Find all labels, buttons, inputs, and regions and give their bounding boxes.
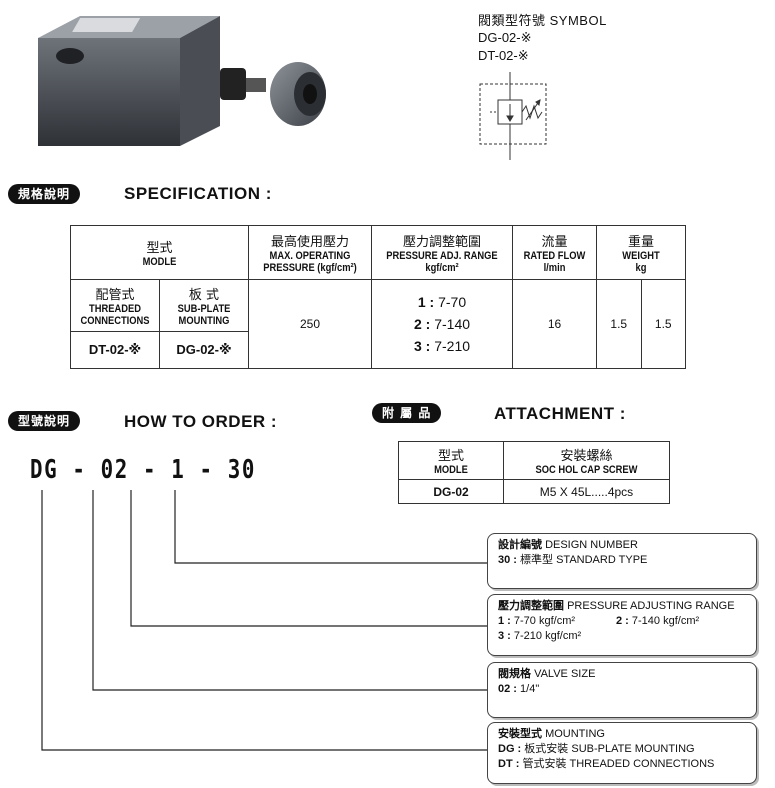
spec-rated-flow: 16 <box>512 279 597 369</box>
attachment-table: 型式 MODLE 安裝螺絲 SOC HOL CAP SCREW DG-02 M5… <box>398 441 670 504</box>
pressure-range-box: 壓力調整範圍 PRESSURE ADJUSTING RANGE 1 : 7-70… <box>487 594 757 656</box>
spec-weight-1: 1.5 <box>596 279 642 369</box>
symbol-model-dt: DT-02-※ <box>478 48 529 63</box>
spec-pressure-ranges: 1 : 7-70 2 : 7-140 3 : 7-210 <box>371 279 513 369</box>
hydraulic-symbol <box>479 72 547 160</box>
spec-head-model: 型式 MODLE <box>70 225 249 280</box>
spec-table: 型式 MODLE 最高使用壓力 MAX. OPERATING PRESSURE … <box>70 225 686 369</box>
spec-model-threaded: DT-02-※ <box>70 331 160 369</box>
order-code: DG - 02 - 1 - 30 <box>30 455 256 485</box>
mounting-box: 安裝型式 MOUNTING DG : 板式安裝 SUB-PLATE MOUNTI… <box>487 722 757 784</box>
order-title: HOW TO ORDER : <box>124 412 278 431</box>
design-number-box: 設計編號 DESIGN NUMBER 30 : 標準型 STANDARD TYP… <box>487 533 757 589</box>
attach-model: DG-02 <box>398 479 504 504</box>
valve-product-image <box>38 16 326 146</box>
spec-title: SPECIFICATION : <box>124 184 272 203</box>
attach-head-screw: 安裝螺絲 SOC HOL CAP SCREW <box>503 441 670 480</box>
spec-head-flow: 流量 RATED FLOW l/min <box>512 225 597 280</box>
spec-head-subplate: 板 式 SUB-PLATE MOUNTING <box>159 279 249 332</box>
attach-head-model: 型式 MODLE <box>398 441 504 480</box>
order-tag: 型號說明 <box>8 411 81 431</box>
spec-tag: 規格說明 <box>8 184 81 204</box>
attach-screw: M5 X 45L.....4pcs <box>503 479 670 504</box>
attachment-tag: 附 屬 品 <box>372 403 442 423</box>
spec-head-range: 壓力調整範圍 PRESSURE ADJ. RANGE kgf/cm² <box>371 225 513 280</box>
spec-model-subplate: DG-02-※ <box>159 331 249 369</box>
spec-head-weight: 重量 WEIGHT kg <box>596 225 686 280</box>
spec-weight-2: 1.5 <box>640 279 686 369</box>
spec-max-pressure: 250 <box>248 279 372 369</box>
attachment-title: ATTACHMENT : <box>494 404 626 423</box>
spec-head-threaded: 配管式 THREADED CONNECTIONS <box>70 279 160 332</box>
valve-size-box: 閥規格 VALVE SIZE 02 : 1/4" <box>487 662 757 718</box>
symbol-title: 閥類型符號 SYMBOL <box>478 13 607 28</box>
symbol-model-dg: DG-02-※ <box>478 30 532 45</box>
